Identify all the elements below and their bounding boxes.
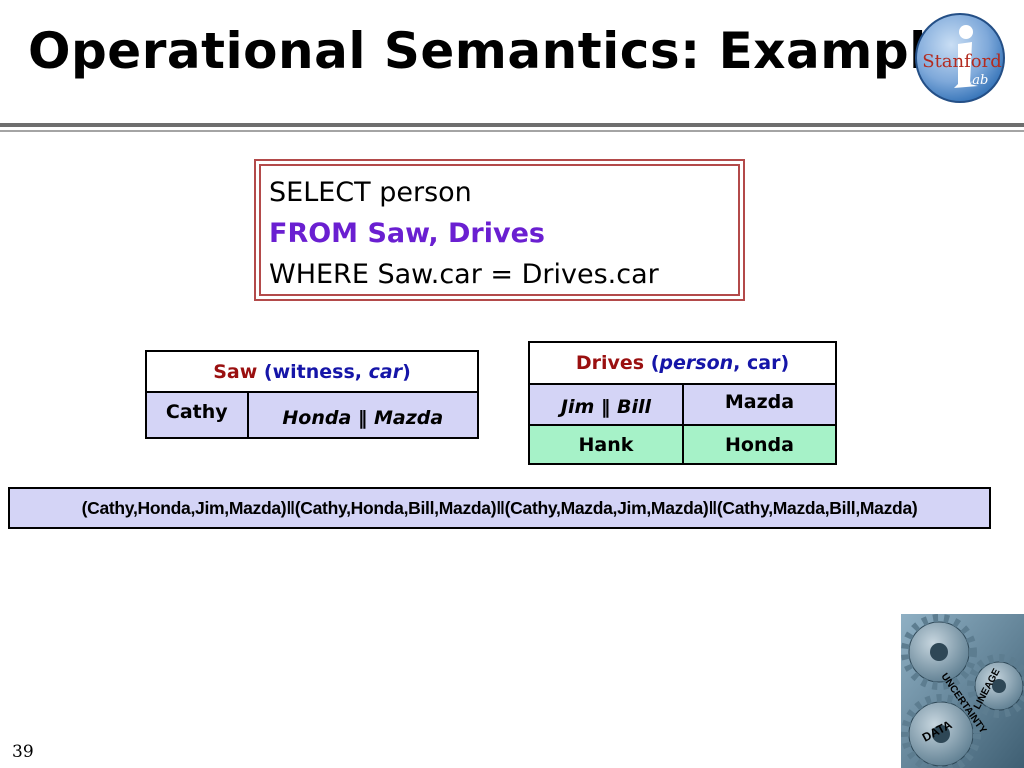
title-rule-bottom [0,130,1024,132]
saw-table-header: Saw (witness, car) [145,350,479,393]
drives-header-name: Drives [575,352,645,374]
drives-cell-car: Mazda [681,383,838,426]
drives-header-close: ) [780,352,790,374]
result-text: (Cathy,Honda,Jim,Mazda)‖(Cathy,Honda,Bil… [81,497,918,518]
drives-table-header: Drives (person, car) [528,341,837,385]
logo-text-lab: Lab [963,73,989,88]
slide-title: Operational Semantics: Example [28,22,962,80]
drives-table: Drives (person, car) Jim ‖ Bill Mazda Ha… [528,341,838,465]
query-from-line: FROM Saw, Drives [269,218,545,249]
table-row: Jim ‖ Bill Mazda [528,383,838,426]
saw-header-name: Saw [213,360,258,383]
saw-header-open: ( [257,360,273,383]
query-inner-frame: SELECT person FROM Saw, Drives WHERE Saw… [259,164,740,296]
drives-cell-person: Hank [528,424,684,465]
saw-header-attr-witness: witness, [272,360,369,383]
result-box: (Cathy,Honda,Jim,Mazda)‖(Cathy,Honda,Bil… [8,487,991,529]
saw-table-header-row: Saw (witness, car) [145,350,479,393]
logo-text-stanford: Stanford [922,51,1002,72]
gears-icon: UNCERTAINTY LINEAGE DATA [901,614,1024,768]
saw-header-close: ) [402,360,411,383]
drives-header-open: ( [644,352,660,374]
table-row: Hank Honda [528,424,838,465]
query-box: SELECT person FROM Saw, Drives WHERE Saw… [254,159,745,301]
query-where-line: WHERE Saw.car = Drives.car [269,259,659,290]
saw-header-attr-car: car [368,360,403,383]
stanford-info-lab-logo: Stanford Lab [915,13,1005,103]
drives-cell-person: Jim ‖ Bill [528,383,684,426]
title-rule-top [0,123,1024,127]
drives-header-attr-car: , car [733,352,781,374]
drives-header-attr-person: person [659,352,734,374]
saw-cell-witness: Cathy [145,391,249,439]
query-select-line: SELECT person [269,177,472,208]
saw-table: Saw (witness, car) Cathy Honda ‖ Mazda [145,350,480,439]
drives-cell-car: Honda [681,424,838,465]
table-row: Cathy Honda ‖ Mazda [145,391,480,439]
drives-table-header-row: Drives (person, car) [528,341,837,385]
saw-cell-car: Honda ‖ Mazda [246,391,480,439]
page-number: 39 [12,742,34,762]
